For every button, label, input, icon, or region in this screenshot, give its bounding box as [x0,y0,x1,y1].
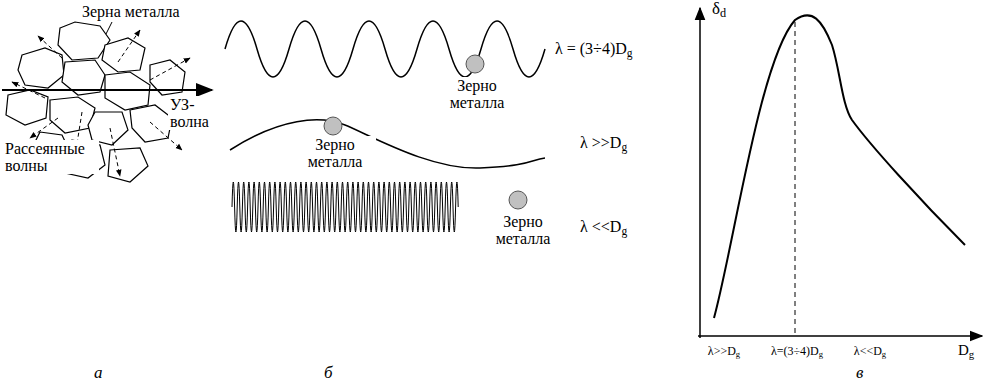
panel-letter: б [324,364,333,381]
grain-circle [509,191,527,209]
dense-wave [232,182,458,232]
scattered-arrow [110,128,120,176]
x-axis [698,335,982,337]
grain [102,38,145,72]
panel-letter: в [856,364,863,381]
grain-circle [324,117,342,135]
short-wave [225,21,545,77]
scattered-arrow [118,30,140,62]
axis-label: Dg [956,342,976,359]
grain [6,90,48,125]
grain-label: Зерна металла [80,3,182,20]
grain [108,148,148,182]
scattered-arrow [150,58,190,80]
scattered-label: Рассеянные волны [3,140,99,174]
tick-label: λ<<Dg [830,343,910,360]
grain-label: Зерно металла [436,77,518,111]
leader-line [106,22,112,34]
axis-label: δd [710,0,728,17]
tick-label: λ=(3÷4)Dg [757,343,837,360]
wavelength-label: λ >>Dg [578,134,629,151]
grain [58,22,110,60]
wavelength-label: λ = (3÷4)Dg [553,40,635,57]
peak-dashed-line [795,22,796,335]
grain-label: Зерно металла [482,213,564,247]
grain-label: Зерно металла [294,136,376,170]
y-axis [699,8,701,338]
scattering-curve [714,15,965,318]
grain [18,48,64,88]
long-wave [230,120,545,168]
scattered-arrow [38,36,62,58]
ultrasound-arrow [2,89,212,91]
grain-circle [466,55,484,73]
scattered-arrow [30,118,58,138]
wavelength-label: λ <<Dg [578,218,629,235]
tick-label: λ>>Dg [684,343,764,360]
wave-label: УЗ- волна [168,96,220,130]
panel-letter: а [94,364,103,381]
